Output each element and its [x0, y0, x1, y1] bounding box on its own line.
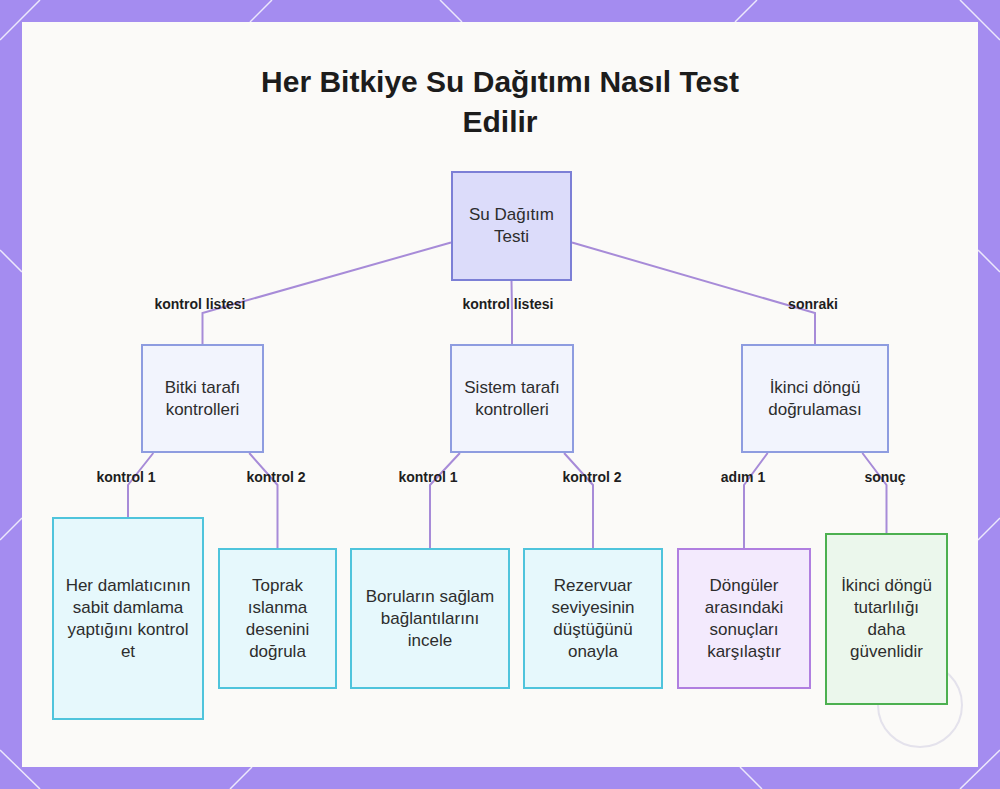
node-label: Her damlatıcının sabit damlama yaptığını… — [62, 575, 194, 663]
connector-line — [511, 281, 514, 344]
connector-line — [564, 453, 593, 548]
edge-label: kontrol 1 — [398, 469, 457, 485]
connector-line — [128, 453, 153, 517]
node-label: Döngüler arasındaki sonuçları karşılaştı… — [687, 575, 801, 663]
check-box: Rezervuar seviyesinin düştüğünü onayla — [523, 548, 663, 689]
edge-label: kontrol listesi — [154, 296, 245, 312]
connector-line — [744, 453, 768, 548]
step-box: Döngüler arasındaki sonuçları karşılaştı… — [677, 548, 811, 689]
edge-label: sonuç — [864, 469, 905, 485]
edge-label: kontrol 2 — [562, 469, 621, 485]
node-label: İkinci döngü doğrulaması — [751, 377, 879, 421]
connector-line — [203, 243, 452, 345]
edge-label: kontrol 2 — [246, 469, 305, 485]
content-panel — [22, 22, 978, 767]
category-box: Bitki tarafı kontrolleri — [141, 344, 264, 453]
root-box: Su Dağıtım Testi — [451, 171, 572, 281]
result-box: İkinci döngü tutarlılığı daha güvenlidir — [825, 533, 948, 705]
node-label: Su Dağıtım Testi — [461, 204, 562, 248]
check-box: Boruların sağlam bağlantılarını incele — [350, 548, 510, 689]
node-label: Sistem tarafı kontrolleri — [460, 377, 564, 421]
edge-label: adım 1 — [721, 469, 765, 485]
connector-line — [430, 453, 460, 548]
node-label: Rezervuar seviyesinin düştüğünü onayla — [533, 575, 653, 663]
connector-line — [862, 453, 886, 533]
edge-label: sonraki — [788, 296, 838, 312]
node-label: Toprak ıslanma desenini doğrula — [228, 575, 327, 663]
edge-label: kontrol 1 — [96, 469, 155, 485]
node-label: Bitki tarafı kontrolleri — [151, 377, 254, 421]
check-box: Her damlatıcının sabit damlama yaptığını… — [52, 517, 204, 720]
diagram-title: Her Bitkiye Su Dağıtımı Nasıl Test Edili… — [220, 62, 780, 142]
node-label: İkinci döngü tutarlılığı daha güvenlidir — [835, 575, 938, 663]
connector-line — [572, 243, 815, 345]
node-label: Boruların sağlam bağlantılarını incele — [360, 586, 500, 652]
connector-line — [249, 453, 277, 548]
edge-label: kontrol listesi — [462, 296, 553, 312]
category-box: Sistem tarafı kontrolleri — [450, 344, 574, 453]
category-box: İkinci döngü doğrulaması — [741, 344, 889, 453]
check-box: Toprak ıslanma desenini doğrula — [218, 548, 337, 689]
